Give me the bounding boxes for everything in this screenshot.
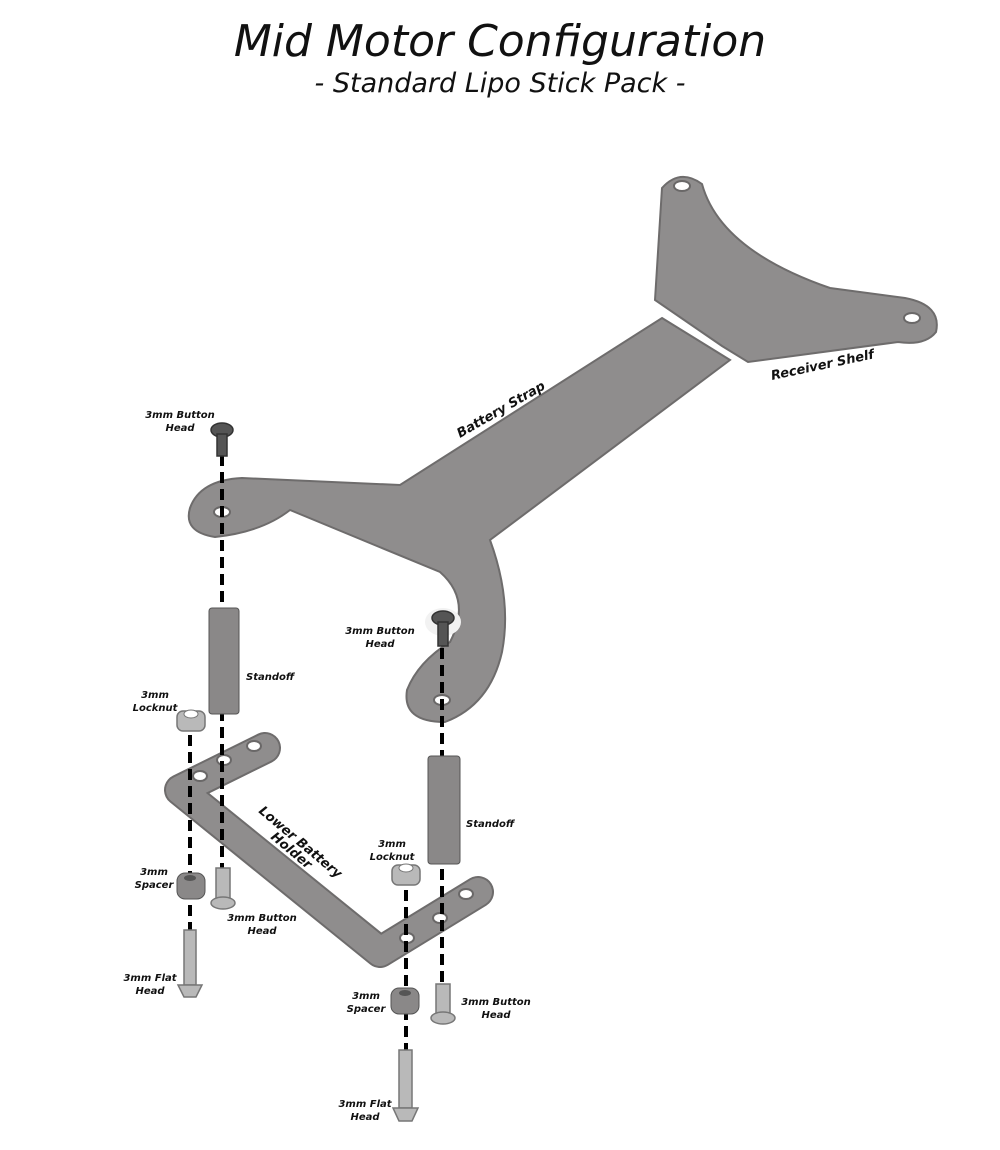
button-head-screw-icon	[210, 422, 234, 457]
diagram-subtitle: - Standard Lipo Stick Pack -	[314, 68, 686, 99]
standoff-right	[427, 755, 461, 865]
label-locknut: Locknut	[133, 703, 179, 714]
label-standoff: Standoff	[466, 819, 516, 830]
flat-head-screw-icon	[391, 1049, 420, 1122]
locknut-icon	[391, 863, 421, 886]
shelf-hole	[673, 180, 691, 192]
label-button-head: Head	[165, 423, 195, 434]
label-locknut: Locknut	[370, 852, 416, 863]
standoff-left	[208, 607, 240, 715]
diagram-title: Mid Motor Configuration	[233, 16, 767, 67]
receiver-shelf	[653, 176, 938, 364]
holder-hole	[458, 888, 474, 900]
label-button-head: 3mm Button	[227, 913, 297, 924]
label-flat-head: 3mm Flat	[123, 973, 177, 984]
label-spacer: 3mm	[140, 867, 168, 878]
label-button-head: 3mm Button	[145, 410, 215, 421]
label-flat-head: Head	[350, 1112, 380, 1123]
holder-hole	[192, 770, 208, 782]
button-head-screw-icon	[425, 608, 461, 647]
label-spacer: Spacer	[135, 880, 175, 891]
button-head-screw-icon	[210, 867, 236, 910]
label-flat-head: Head	[135, 986, 165, 997]
label-button-head: 3mm Button	[461, 997, 531, 1008]
label-spacer: Spacer	[347, 1004, 387, 1015]
label-locknut: 3mm	[378, 839, 406, 850]
flat-head-screw-icon	[176, 929, 204, 998]
label-button-head: Head	[247, 926, 277, 937]
spacer-icon	[176, 872, 206, 900]
label-spacer: 3mm	[352, 991, 380, 1002]
spacer-icon	[390, 987, 420, 1015]
button-head-screw-icon	[430, 983, 456, 1025]
label-flat-head: 3mm Flat	[338, 1099, 392, 1110]
label-button-head: 3mm Button	[345, 626, 415, 637]
label-button-head: Head	[481, 1010, 511, 1021]
locknut-icon	[176, 709, 206, 732]
label-locknut: 3mm	[141, 690, 169, 701]
shelf-hole	[903, 312, 921, 324]
holder-hole	[246, 740, 262, 752]
label-standoff: Standoff	[246, 672, 296, 683]
battery-strap	[187, 316, 732, 724]
label-button-head: Head	[365, 639, 395, 650]
